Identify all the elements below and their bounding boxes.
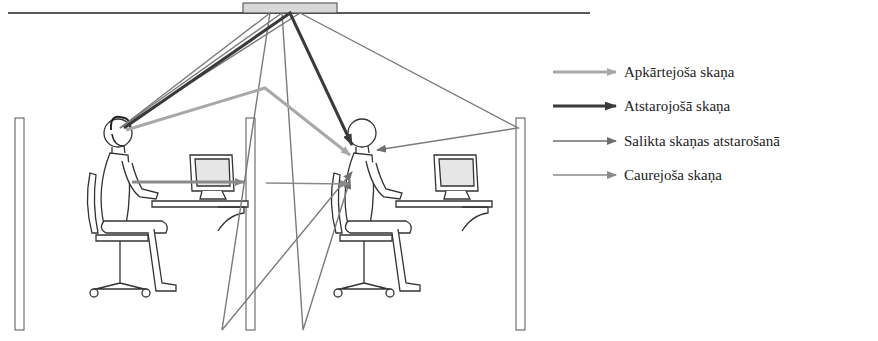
legend-arrow bbox=[553, 174, 616, 176]
legend-label: Atstarojošā skaņa bbox=[624, 97, 730, 115]
listener-person bbox=[331, 119, 492, 297]
legend-arrow bbox=[553, 140, 616, 142]
legend-label: Apkārtejoša skaņa bbox=[624, 63, 734, 81]
compound-reflection-path bbox=[222, 172, 352, 330]
headset-mic bbox=[112, 134, 124, 146]
compound-reflection-path bbox=[120, 13, 270, 330]
compound-reflection-path bbox=[120, 13, 350, 330]
partition-panel bbox=[516, 118, 525, 330]
ambient-sound-path bbox=[126, 88, 350, 155]
transmitted-sound-path bbox=[266, 183, 349, 184]
sound-paths bbox=[120, 13, 518, 330]
partition-panel bbox=[15, 118, 24, 330]
transmitted-sound-path bbox=[132, 181, 244, 184]
legend-label: Salikta skaņas atstarošanā bbox=[624, 132, 780, 150]
speaker-person bbox=[87, 119, 248, 297]
legend-arrow bbox=[553, 105, 616, 108]
legend-arrow bbox=[553, 71, 616, 74]
reflected-sound-path bbox=[124, 13, 352, 145]
legend-samples bbox=[553, 72, 616, 175]
legend-label: Caurejoša skaņa bbox=[624, 166, 722, 184]
